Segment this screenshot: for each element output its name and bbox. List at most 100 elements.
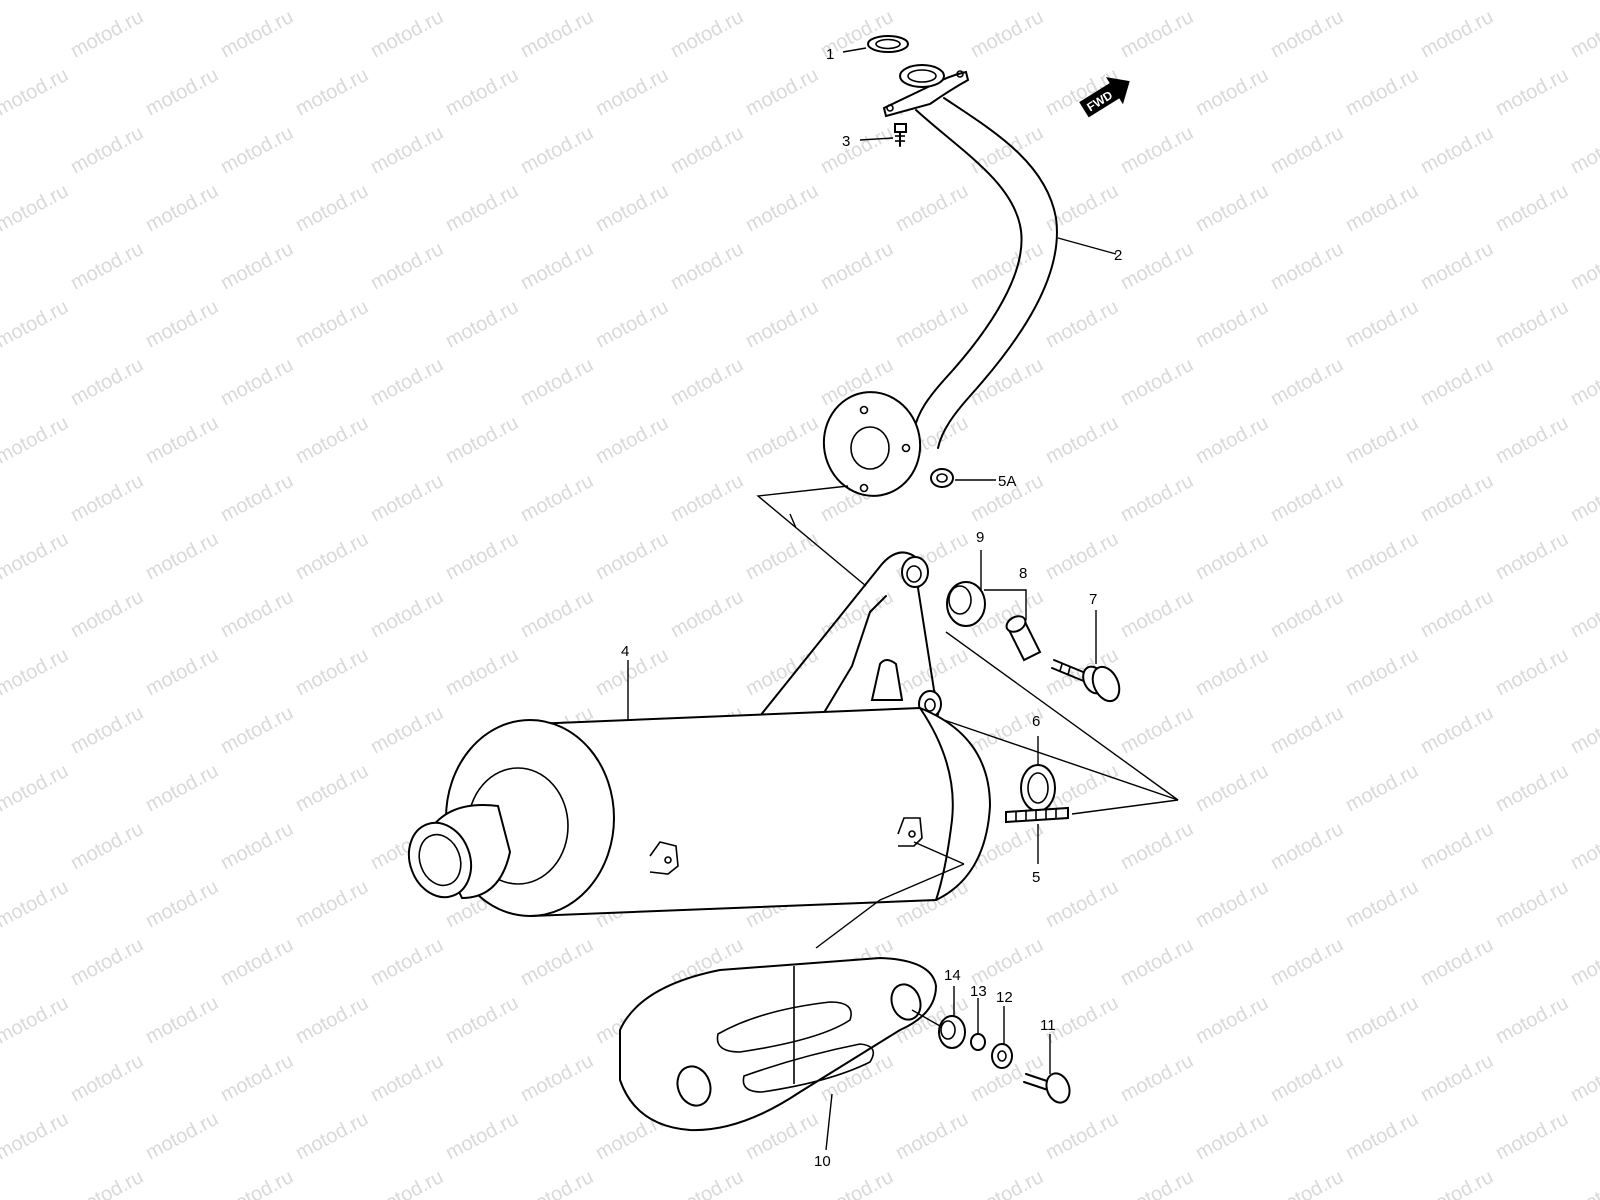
watermark-text: motod.ru — [1117, 702, 1197, 758]
watermark-text: motod.ru — [67, 1166, 147, 1200]
watermark-text: motod.ru — [67, 586, 147, 642]
watermark-text: motod.ru — [1117, 6, 1197, 62]
watermark-text: motod.ru — [142, 296, 222, 352]
watermark-text: motod.ru — [0, 992, 72, 1048]
watermark-text: motod.ru — [1267, 1166, 1347, 1200]
watermark-text: motod.ru — [217, 1050, 297, 1106]
watermark-text: motod.ru — [67, 6, 147, 62]
part-7-bolt — [1051, 659, 1121, 703]
part-2-exhaust-pipe — [822, 64, 1058, 497]
watermark-text: motod.ru — [292, 876, 372, 932]
watermark-text: motod.ru — [1342, 760, 1422, 816]
watermark-text: motod.ru — [142, 760, 222, 816]
watermark-text: motod.ru — [517, 354, 597, 410]
watermark-text: motod.ru — [1417, 1166, 1497, 1200]
watermark-text: motod.ru — [0, 760, 72, 816]
watermark-text: motod.ru — [367, 470, 447, 526]
watermark-text: motod.ru — [1492, 644, 1572, 700]
watermark-text: motod.ru — [217, 122, 297, 178]
part-4-muffler — [407, 551, 992, 918]
watermark-text: motod.ru — [367, 1166, 447, 1200]
watermark-text: motod.ru — [1267, 934, 1347, 990]
watermark-text: motod.ru — [1567, 122, 1600, 178]
watermark-text: motod.ru — [142, 992, 222, 1048]
watermark-text: motod.ru — [442, 644, 522, 700]
watermark-text: motod.ru — [517, 1050, 597, 1106]
watermark-text: motod.ru — [1342, 0, 1422, 4]
watermark-text: motod.ru — [817, 238, 897, 294]
part-11-bolt — [1023, 1072, 1071, 1104]
watermark-text: motod.ru — [1417, 6, 1497, 62]
watermark-text: motod.ru — [0, 876, 72, 932]
watermark-text: motod.ru — [1567, 1050, 1600, 1106]
watermark-text: motod.ru — [967, 122, 1047, 178]
watermark-text: motod.ru — [967, 238, 1047, 294]
watermark-text: motod.ru — [1567, 6, 1600, 62]
watermark-text: motod.ru — [742, 412, 822, 468]
part-12-washer — [991, 1043, 1013, 1069]
watermark-text: motod.ru — [442, 1108, 522, 1164]
watermark-text: motod.ru — [1117, 238, 1197, 294]
watermark-text: motod.ru — [1417, 122, 1497, 178]
part-13-collar — [970, 1033, 986, 1051]
watermark-text: motod.ru — [1567, 354, 1600, 410]
callout-2: 2 — [1114, 247, 1122, 264]
watermark-text: motod.ru — [292, 296, 372, 352]
watermark-text: motod.ru — [292, 760, 372, 816]
callout-8: 8 — [1019, 565, 1027, 582]
watermark-text: motod.ru — [1492, 760, 1572, 816]
watermark-text: motod.ru — [592, 64, 672, 120]
watermark-text: motod.ru — [1417, 470, 1497, 526]
watermark-text: motod.ru — [442, 412, 522, 468]
watermark-text: motod.ru — [67, 1050, 147, 1106]
watermark-text: motod.ru — [67, 122, 147, 178]
watermark-text: motod.ru — [367, 934, 447, 990]
watermark-text: motod.ru — [592, 528, 672, 584]
watermark-text: motod.ru — [292, 1108, 372, 1164]
watermark-text: motod.ru — [517, 238, 597, 294]
watermark-text: motod.ru — [1192, 0, 1272, 4]
watermark-text: motod.ru — [67, 354, 147, 410]
watermark-text: motod.ru — [1117, 1050, 1197, 1106]
watermark-text: motod.ru — [217, 702, 297, 758]
watermark-text: motod.ru — [67, 470, 147, 526]
watermark-text: motod.ru — [142, 1108, 222, 1164]
watermark-text: motod.ru — [142, 644, 222, 700]
watermark-text: motod.ru — [1492, 528, 1572, 584]
watermark-text: motod.ru — [1342, 412, 1422, 468]
watermark-text: motod.ru — [1342, 296, 1422, 352]
watermark-text: motod.ru — [817, 122, 897, 178]
watermark-text: motod.ru — [592, 412, 672, 468]
watermark-text: motod.ru — [1417, 586, 1497, 642]
watermark-text: motod.ru — [1342, 528, 1422, 584]
watermark-text: motod.ru — [1417, 934, 1497, 990]
watermark-text: motod.ru — [592, 180, 672, 236]
watermark-text: motod.ru — [1192, 64, 1272, 120]
watermark-text: motod.ru — [67, 818, 147, 874]
callout-10: 10 — [814, 1153, 831, 1170]
watermark-text: motod.ru — [1417, 238, 1497, 294]
watermark-text: motod.ru — [1567, 934, 1600, 990]
watermark-text: motod.ru — [67, 238, 147, 294]
watermark-text: motod.ru — [292, 528, 372, 584]
watermark-text: motod.ru — [1567, 470, 1600, 526]
watermark-text: motod.ru — [1267, 122, 1347, 178]
watermark-text: motod.ru — [0, 296, 72, 352]
watermark-text: motod.ru — [592, 644, 672, 700]
watermark-text: motod.ru — [1192, 1108, 1272, 1164]
watermark-text: motod.ru — [742, 0, 822, 4]
watermark-text: motod.ru — [1342, 876, 1422, 932]
watermark-text: motod.ru — [1042, 0, 1122, 4]
watermark-text: motod.ru — [667, 470, 747, 526]
watermark-text: motod.ru — [142, 180, 222, 236]
callout-13: 13 — [970, 983, 987, 1000]
watermark-text: motod.ru — [1342, 992, 1422, 1048]
watermark-text: motod.ru — [292, 992, 372, 1048]
watermark-text: motod.ru — [667, 122, 747, 178]
watermark-text: motod.ru — [667, 586, 747, 642]
watermark-text: motod.ru — [442, 64, 522, 120]
watermark-text: motod.ru — [367, 702, 447, 758]
callout-4: 4 — [621, 643, 629, 660]
watermark-text: motod.ru — [217, 470, 297, 526]
watermark-text: motod.ru — [742, 180, 822, 236]
